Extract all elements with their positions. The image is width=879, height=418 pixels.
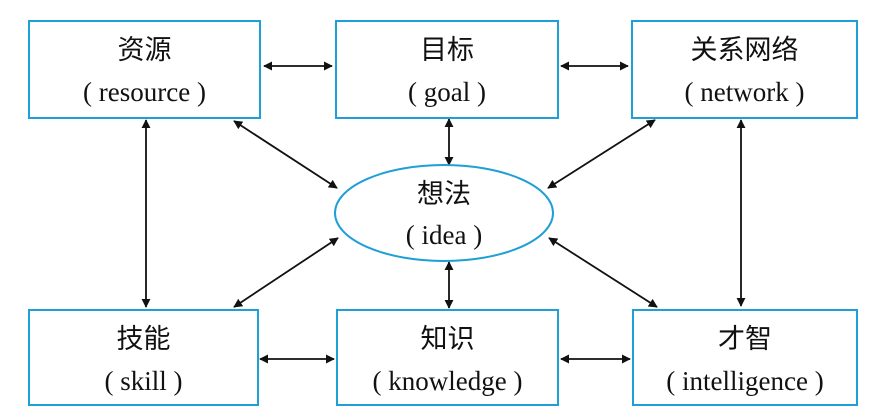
arrow-idea-skill [233,237,339,308]
arrow-idea-intelligence [548,237,658,308]
node-goal: 目标 ( goal ) [335,20,559,119]
node-knowledge-box [336,309,559,406]
node-skill-box [28,309,259,406]
node-idea-title: 想法 [417,179,471,210]
node-idea: 想法 ( idea ) [334,164,554,262]
arrow-idea-network [547,119,656,189]
node-goal-box [335,20,559,119]
node-skill-subtitle: ( skill ) [105,366,183,396]
node-idea-subtitle: ( idea ) [406,220,482,250]
connector-arrows [141,61,746,364]
node-network: 关系网络 ( network ) [631,20,858,119]
node-resource-subtitle: ( resource ) [83,77,206,107]
node-idea-ellipse [334,164,554,262]
node-resource: 资源 ( resource ) [28,20,261,119]
node-network-title: 关系网络 [691,35,799,66]
node-knowledge-title: 知识 [421,324,475,355]
node-intelligence: 才智 ( intelligence ) [632,309,858,406]
node-skill-title: 技能 [117,324,171,355]
arrow-idea-resource [233,120,338,189]
node-goal-subtitle: ( goal ) [408,77,486,107]
node-intelligence-title: 才智 [718,324,772,355]
node-knowledge-subtitle: ( knowledge ) [373,366,523,396]
node-intelligence-subtitle: ( intelligence ) [666,366,823,396]
node-network-box [631,20,858,119]
node-resource-box [28,20,261,119]
node-goal-title: 目标 [420,35,474,66]
node-network-subtitle: ( network ) [685,77,805,107]
node-skill: 技能 ( skill ) [28,309,259,406]
node-intelligence-box [632,309,858,406]
node-knowledge: 知识 ( knowledge ) [336,309,559,406]
node-resource-title: 资源 [118,35,172,66]
